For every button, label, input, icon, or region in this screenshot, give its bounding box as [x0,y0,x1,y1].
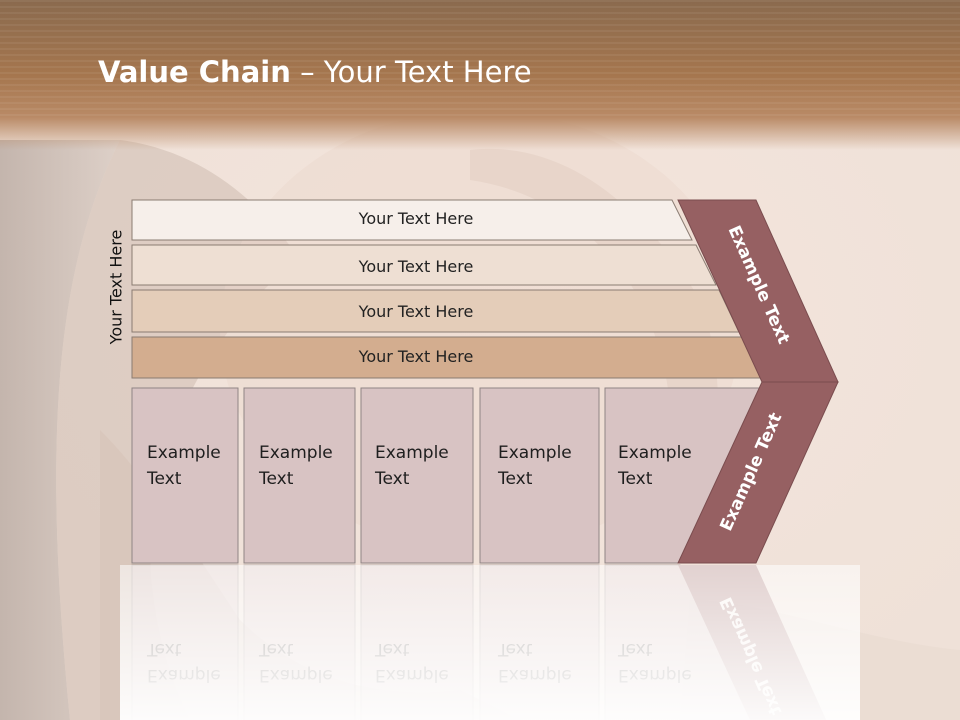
activity-box-2-line1: Example [259,443,333,463]
support-row-2-label: Your Text Here [358,257,474,276]
reflection-fade [120,565,860,720]
activity-box-4-line1: Example [498,443,572,463]
activity-box-3-line2: Text [374,469,410,489]
primary-activities: Example Text Example Text Example Text E… [131,387,764,564]
activity-box-5-line2: Text [617,469,653,489]
chevron-lower-arm [677,381,839,564]
activity-box-1-line2: Text [146,469,182,489]
slide-title: Value Chain – Your Text Here [98,55,532,89]
activity-box-2 [243,387,356,564]
activity-box-3 [360,387,474,564]
header-stripes [0,0,960,120]
support-row-4-label: Your Text Here [358,347,474,366]
header-band [0,0,960,150]
support-row-1 [131,199,693,241]
activity-box-2-line2: Text [258,469,294,489]
activity-box-4 [479,387,600,564]
support-row-3-label: Your Text Here [358,302,474,321]
support-row-2 [131,244,717,286]
title-rest: – Your Text Here [290,55,532,89]
support-rows: Your Text Here Your Text Here Your Text … [131,199,764,379]
activity-box-1 [131,387,239,564]
support-row-1-label: Your Text Here [358,209,474,228]
title-bold: Value Chain [98,55,291,89]
activity-box-1-line1: Example [147,443,221,463]
activity-box-5-line1: Example [618,443,692,463]
activity-box-3-line1: Example [375,443,449,463]
activity-box-4-line2: Text [497,469,533,489]
